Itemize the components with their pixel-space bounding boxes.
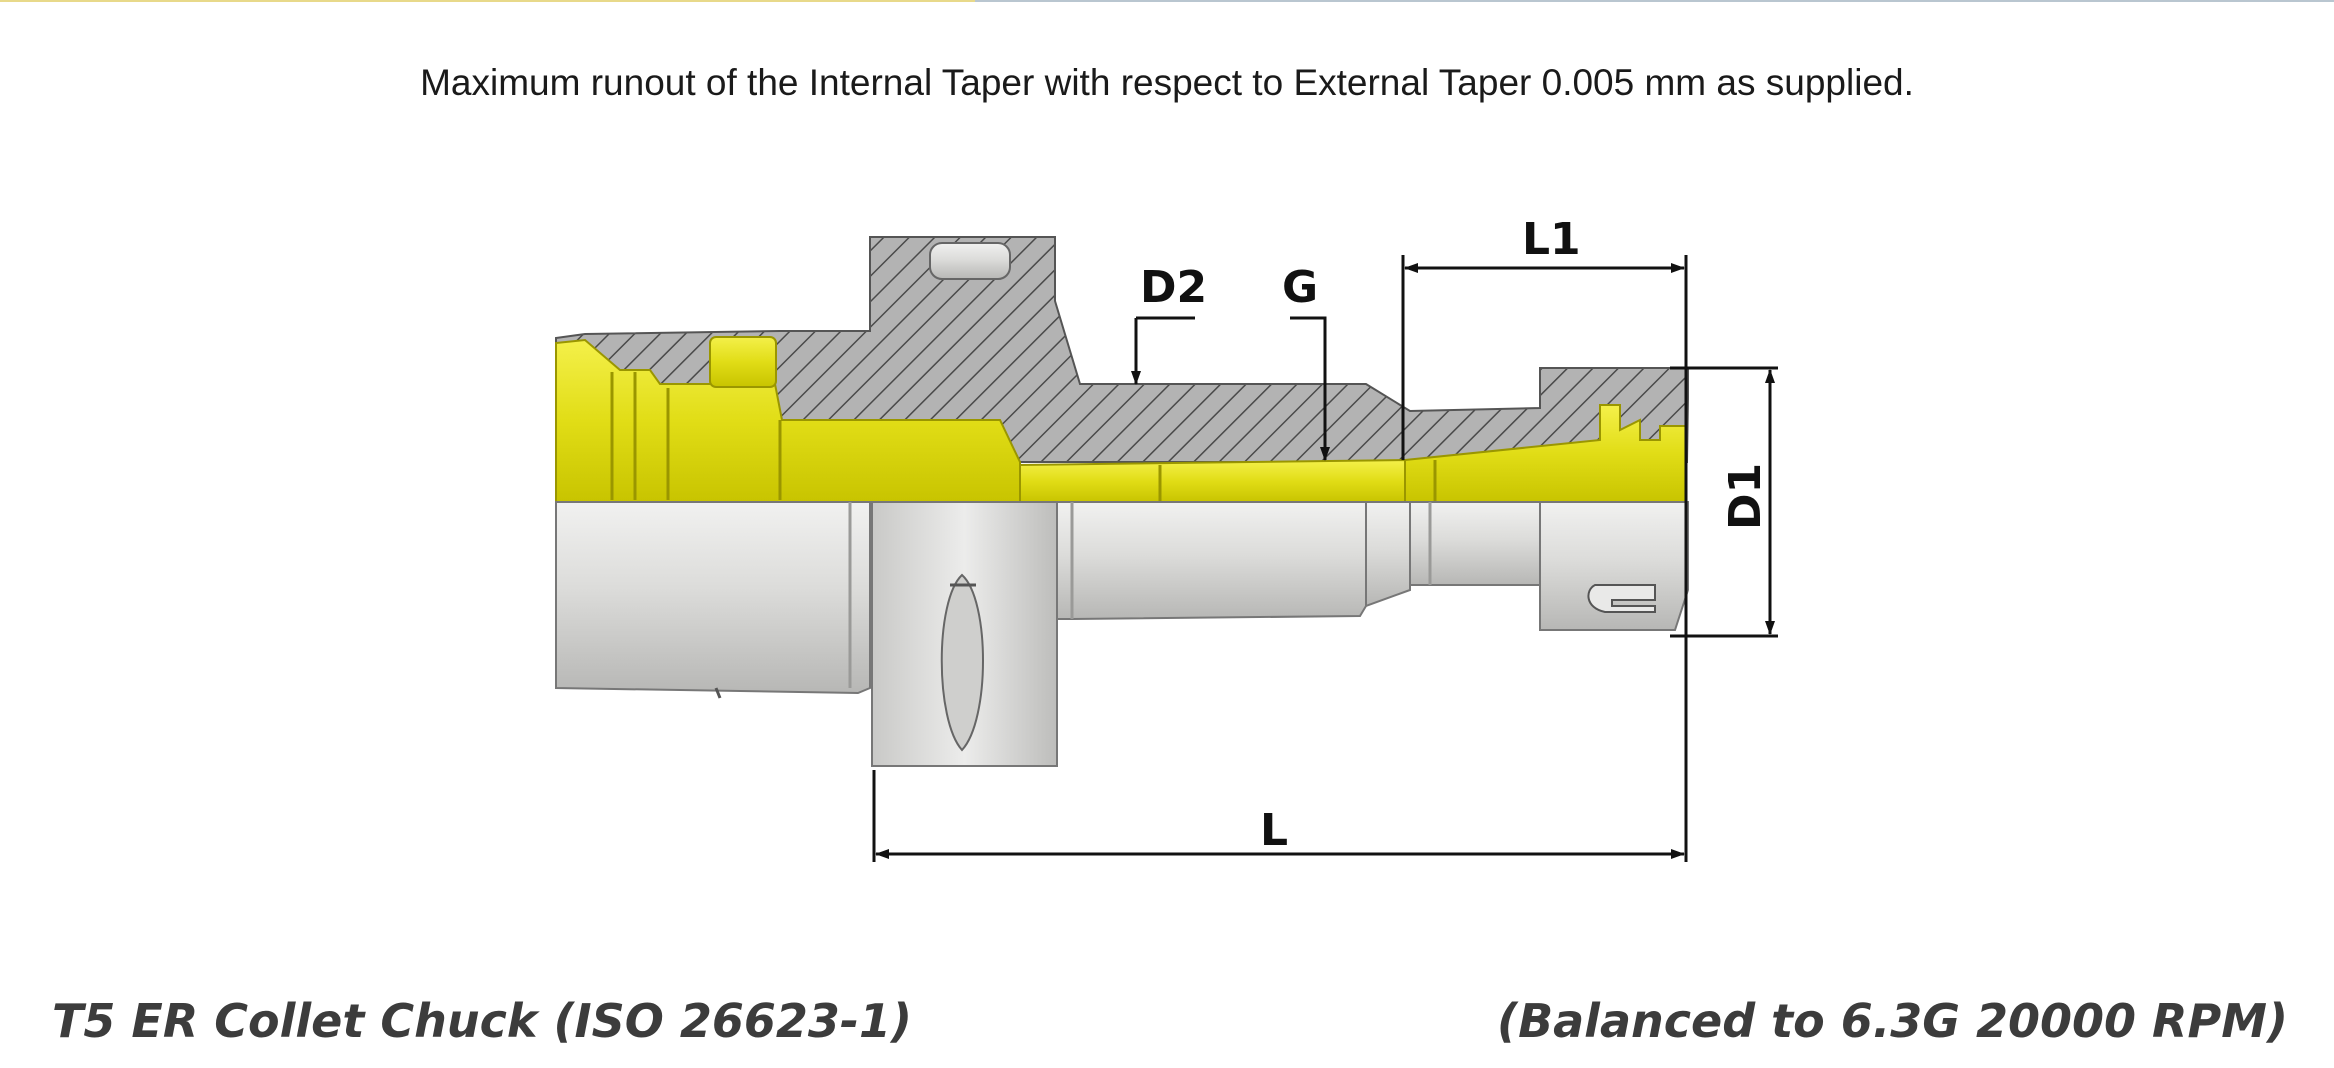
retention-pin-yellow [709, 336, 777, 388]
label-l: L [1260, 805, 1288, 856]
label-g: G [1282, 262, 1318, 313]
label-d1: D1 [1720, 463, 1771, 530]
shank-steel [555, 501, 871, 695]
runout-note: Maximum runout of the Internal Taper wit… [420, 62, 1914, 103]
label-l1: L1 [1522, 214, 1581, 265]
nose-steel [1409, 501, 1541, 586]
drive-slot [940, 573, 984, 752]
top-rule-right [975, 0, 2334, 2]
label-d2: D2 [1140, 262, 1207, 313]
nut-slot [1587, 584, 1656, 613]
top-rule-left [0, 0, 975, 2]
bore-yellow [1019, 458, 1406, 503]
balance-spec: (Balanced to 6.3G 20000 RPM) [1497, 994, 2288, 1048]
product-title: T5 ER Collet Chuck (ISO 26623-1) [52, 994, 913, 1048]
flange-slot [929, 242, 1011, 280]
taper-steel [1365, 501, 1411, 608]
body-steel [1056, 501, 1367, 620]
